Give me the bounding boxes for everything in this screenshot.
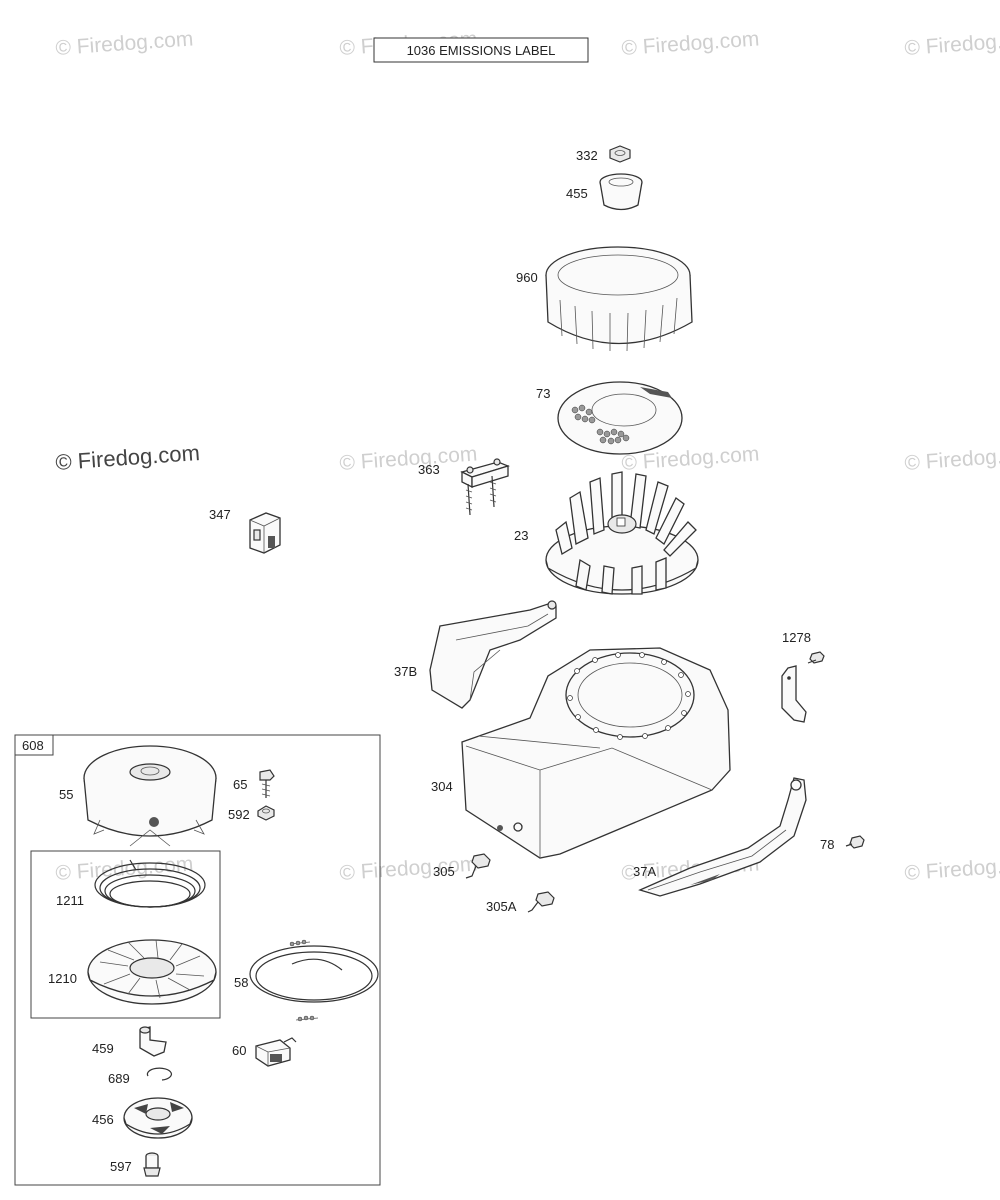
part-459-pawl: 459 (92, 1026, 167, 1057)
part-1211-spring: 1211 (56, 859, 206, 908)
callout-332: 332 (576, 148, 598, 163)
callout-363: 363 (418, 462, 440, 477)
group-sub-frame (30, 850, 221, 1019)
callout-58: 58 (234, 975, 248, 990)
callout-456: 456 (92, 1112, 114, 1127)
group-608-frame (14, 734, 381, 1186)
part-78-screw: 78 (820, 835, 865, 852)
part-305-bolt: 305 (433, 853, 491, 879)
watermark: © Firedog.com (339, 442, 478, 475)
part-73-screen: 73 (536, 381, 683, 455)
callout-459: 459 (92, 1041, 114, 1056)
callout-1211: 1211 (56, 893, 84, 908)
callout-1278: 1278 (782, 630, 811, 645)
callout-455: 455 (566, 186, 588, 201)
watermark-prominent: © Firedog.com (55, 440, 201, 475)
part-304-blower-housing: 304 (431, 647, 731, 859)
callout-1210: 1210 (48, 971, 77, 986)
callout-37B: 37B (394, 664, 417, 679)
watermark: © Firedog.com (904, 852, 1000, 885)
part-960-rotating-screen: 960 (516, 246, 693, 352)
group-608-tag (14, 734, 54, 756)
callout-305A: 305A (486, 899, 517, 914)
callout-37A: 37A (633, 864, 656, 879)
callout-347: 347 (209, 507, 231, 522)
group-608-label: 608 (22, 738, 44, 753)
part-65-screw: 65 (233, 769, 275, 798)
part-1210-pulley: 1210 (48, 939, 217, 1005)
part-332-nut: 332 (576, 145, 631, 163)
watermark: © Firedog.com (904, 27, 1000, 60)
part-58-rope: 58 (234, 939, 379, 1022)
callout-960: 960 (516, 270, 538, 285)
part-592-nut: 592 (228, 805, 275, 822)
part-1278-bracket: 1278 (781, 630, 825, 723)
callout-65: 65 (233, 777, 247, 792)
part-60-handle: 60 (232, 1037, 297, 1067)
part-597-screw: 597 (110, 1152, 161, 1177)
part-347-switch: 347 (209, 507, 281, 554)
watermark: © Firedog.com (904, 442, 1000, 475)
emissions-label-text: 1036 EMISSIONS LABEL (407, 43, 556, 58)
group-608: 608 (14, 734, 381, 1186)
part-363-bracket: 363 (418, 458, 510, 516)
part-23-flywheel: 23 (514, 471, 699, 595)
callout-597: 597 (110, 1159, 132, 1174)
callout-689: 689 (108, 1071, 130, 1086)
watermark: © Firedog.com (621, 27, 760, 60)
callout-73: 73 (536, 386, 550, 401)
part-55-starter-housing: 55 (59, 745, 217, 847)
callout-305: 305 (433, 864, 455, 879)
part-305A-bolt: 305A (486, 891, 555, 914)
callout-55: 55 (59, 787, 73, 802)
callout-78: 78 (820, 837, 834, 852)
part-37A-air-guide: 37A (633, 777, 807, 897)
part-455-cup: 455 (566, 173, 643, 211)
part-456-ratchet: 456 (92, 1097, 193, 1139)
emissions-label: 1036 EMISSIONS LABEL (373, 37, 589, 63)
callout-304: 304 (431, 779, 453, 794)
watermark: © Firedog.com (339, 852, 478, 885)
callout-592: 592 (228, 807, 250, 822)
part-37B-air-guide: 37B (394, 600, 557, 709)
emissions-label-frame (373, 37, 589, 63)
watermark: © Firedog.com (55, 852, 194, 885)
callout-23: 23 (514, 528, 528, 543)
callout-60: 60 (232, 1043, 246, 1058)
part-689-retainer: 689 (108, 1067, 172, 1086)
watermark: © Firedog.com (55, 27, 194, 60)
